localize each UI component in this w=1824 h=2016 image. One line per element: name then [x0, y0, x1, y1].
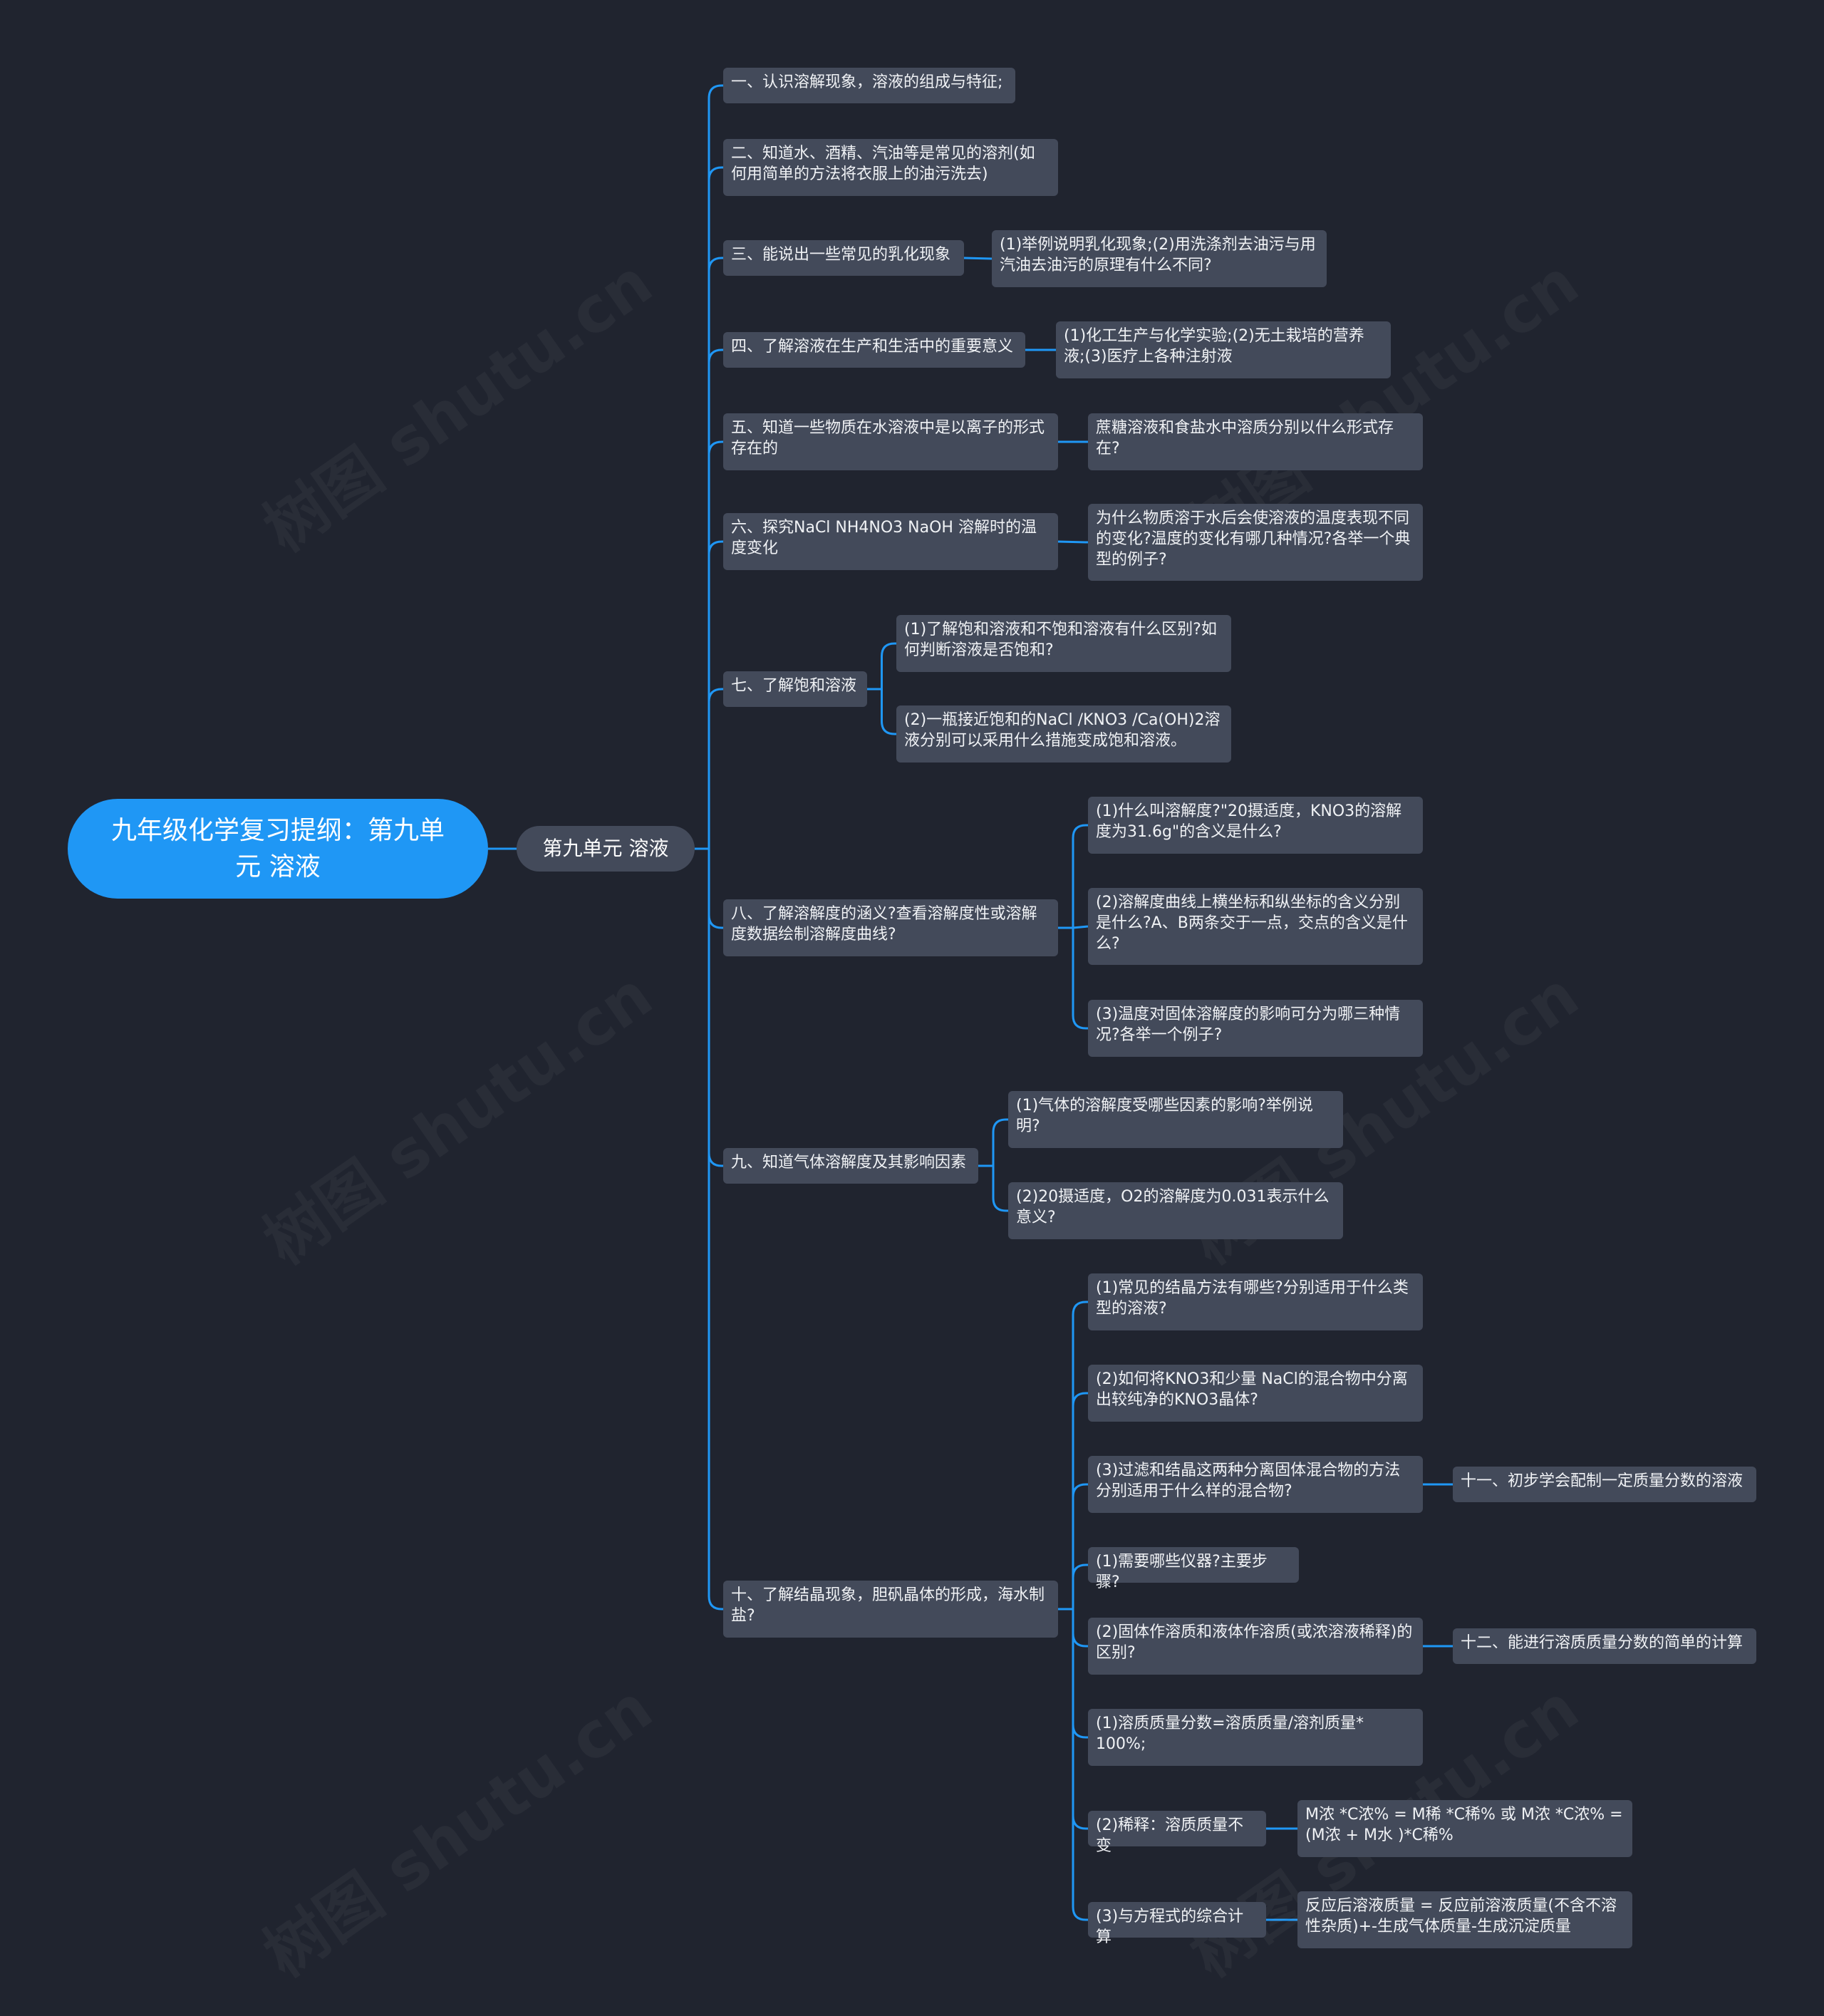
connector-line [708, 688, 723, 849]
topic-item-9[interactable]: 九、知道气体溶解度及其影响因素 [723, 1148, 978, 1184]
topic-item-4[interactable]: 四、了解溶液在生产和生活中的重要意义 [723, 332, 1025, 368]
connector-line [708, 849, 723, 1167]
detail-item[interactable]: (2)20摄适度，O2的溶解度为0.031表示什么意义? [1008, 1182, 1343, 1239]
detail-item[interactable]: (1)溶质质量分数=溶质质量/溶剂质量* 100%; [1088, 1709, 1423, 1766]
connector-line [708, 166, 723, 849]
connector-line [1072, 1563, 1088, 1609]
connector-line [1072, 1483, 1088, 1609]
connector-line [708, 440, 723, 849]
topic-item-6[interactable]: 六、探究NaCl NH4NO3 NaOH 溶解时的温度变化 [723, 513, 1058, 570]
detail-item[interactable]: (2)如何将KNO3和少量 NaCl的混合物中分离出较纯净的KNO3晶体? [1088, 1365, 1423, 1422]
connector-line [1072, 1609, 1088, 1648]
detail-item[interactable]: (1)什么叫溶解度?"20摄适度，KNO3的溶解度为31.6g"的含义是什么? [1088, 797, 1423, 854]
topic-item-10[interactable]: 十、了解结晶现象，胆矾晶体的形成，海水制盐? [723, 1581, 1058, 1638]
detail-item[interactable]: (1)需要哪些仪器?主要步骤? [1088, 1547, 1299, 1591]
detail-item[interactable]: (1)气体的溶解度受哪些因素的影响?举例说明? [1008, 1091, 1343, 1148]
connector-line [708, 849, 723, 1611]
topic-item-2[interactable]: 二、知道水、酒精、汽油等是常见的溶剂(如何用简单的方法将衣服上的油污洗去) [723, 139, 1058, 196]
connector-line [708, 257, 723, 849]
detail-item[interactable]: (3)温度对固体溶解度的影响可分为哪三种情况?各举一个例子? [1088, 1000, 1423, 1057]
connector-line [708, 348, 723, 849]
detail-item[interactable]: 为什么物质溶于水后会使溶液的温度表现不同的变化?温度的变化有哪几种情况?各举一个… [1088, 504, 1423, 581]
root-topic[interactable]: 九年级化学复习提纲：第九单元 溶液 [68, 799, 488, 899]
connector-line [1072, 824, 1088, 928]
detail-item[interactable]: (1)举例说明乳化现象;(2)用洗涤剂去油污与用汽油去油污的原理有什么不同? [992, 230, 1327, 287]
topic-item-5[interactable]: 五、知道一些物质在水溶液中是以离子的形式存在的 [723, 413, 1058, 470]
connector-line [1072, 928, 1088, 1030]
connector-line [1072, 1392, 1088, 1609]
detail-item[interactable]: (2)稀释：溶质质量不变 [1088, 1811, 1266, 1855]
connector-line [881, 689, 896, 735]
connector-line [992, 1166, 1008, 1212]
connector-line [708, 540, 723, 849]
detail-item[interactable]: 十一、初步学会配制一定质量分数的溶液 [1453, 1467, 1756, 1502]
detail-item[interactable]: (3)与方程式的综合计算 [1088, 1902, 1266, 1946]
detail-item[interactable]: (2)固体作溶质和液体作溶质(或浓溶液稀释)的区别? [1088, 1618, 1423, 1675]
connector-line [1072, 1301, 1088, 1609]
topic-item-8[interactable]: 八、了解溶解度的涵义?查看溶解度性或溶解度数据绘制溶解度曲线? [723, 899, 1058, 956]
detail-item[interactable]: 十二、能进行溶质质量分数的简单的计算 [1453, 1628, 1756, 1664]
connector-line [1072, 1609, 1088, 1739]
topic-item-1[interactable]: 一、认识溶解现象，溶液的组成与特征; [723, 68, 1015, 103]
detail-item[interactable]: M浓 *C浓% = M稀 *C稀% 或 M浓 *C浓% =(M浓 + M水 )*… [1297, 1800, 1632, 1857]
detail-item[interactable]: (1)化工生产与化学实验;(2)无土栽培的营养液;(3)医疗上各种注射液 [1056, 321, 1391, 378]
detail-item[interactable]: (2)溶解度曲线上横坐标和纵坐标的含义分别是什么?A、B两条交于一点，交点的含义… [1088, 888, 1423, 965]
connector-line [708, 84, 723, 849]
topic-item-7[interactable]: 七、了解饱和溶液 [723, 671, 867, 707]
connector-line [963, 257, 993, 260]
detail-item[interactable]: 反应后溶液质量 = 反应前溶液质量(不含不溶性杂质)+-生成气体质量-生成沉淀质… [1297, 1891, 1632, 1948]
topic-item-3[interactable]: 三、能说出一些常见的乳化现象 [723, 240, 964, 276]
detail-item[interactable]: 蔗糖溶液和食盐水中溶质分别以什么形式存在? [1088, 413, 1423, 470]
detail-item[interactable]: (3)过滤和结晶这两种分离固体混合物的方法分别适用于什么样的混合物? [1088, 1456, 1423, 1513]
connector-line [708, 849, 723, 929]
connector-line [1072, 925, 1089, 929]
connector-line [1072, 1609, 1088, 1921]
detail-item[interactable]: (1)常见的结晶方法有哪些?分别适用于什么类型的溶液? [1088, 1273, 1423, 1330]
detail-item[interactable]: (1)了解饱和溶液和不饱和溶液有什么区别?如何判断溶液是否饱和? [896, 615, 1231, 672]
connector-line [881, 642, 896, 689]
detail-item[interactable]: (2)一瓶接近饱和的NaCl /KNO3 /Ca(OH)2溶液分别可以采用什么措… [896, 705, 1231, 763]
main-topic[interactable]: 第九单元 溶液 [517, 826, 695, 872]
connector-line [992, 1118, 1008, 1166]
